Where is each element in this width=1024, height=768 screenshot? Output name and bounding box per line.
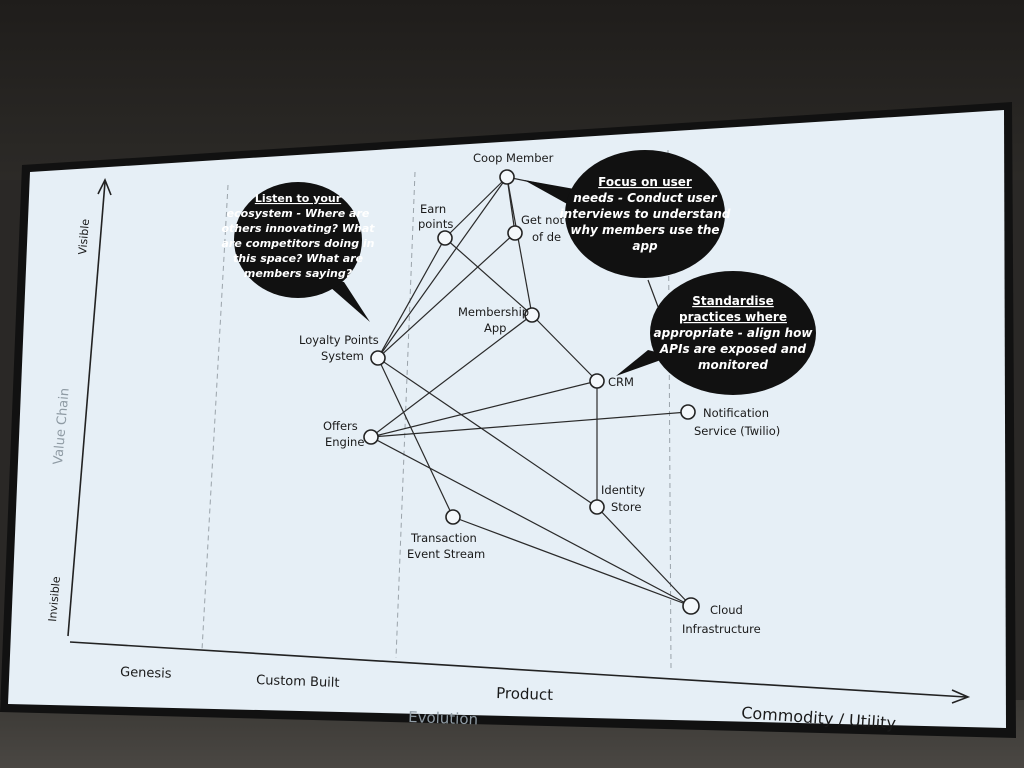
label-get-notified-1: Get not bbox=[521, 213, 564, 227]
x-axis-stage-product: Product bbox=[496, 684, 554, 704]
callout-ecosystem-line-3: others innovating? What bbox=[221, 222, 375, 235]
label-offers-engine-1: Offers bbox=[323, 419, 358, 433]
label-earn-points-2: points bbox=[418, 217, 453, 231]
callout-ecosystem-line-6: members saying? bbox=[244, 267, 353, 280]
label-transaction-stream-2: Event Stream bbox=[407, 547, 485, 561]
node-transaction-stream[interactable] bbox=[445, 509, 461, 525]
callout-user-needs-tail bbox=[524, 180, 580, 210]
callout-ecosystem-line-1: Listen to your bbox=[255, 192, 342, 205]
label-earn-points-1: Earn bbox=[420, 202, 446, 216]
connections bbox=[370, 176, 692, 607]
node-crm[interactable] bbox=[589, 373, 605, 389]
callout-standardise-body bbox=[650, 271, 816, 395]
node-loyalty-points[interactable] bbox=[370, 350, 386, 366]
axes bbox=[67, 178, 971, 704]
callout-ecosystem-line-2: ecosystem - Where are bbox=[227, 207, 370, 220]
label-notification-service-1: Notification bbox=[703, 406, 769, 420]
callout-user-needs-line-1: Focus on user bbox=[598, 175, 692, 189]
x-axis-stage-genesis: Genesis bbox=[120, 665, 172, 682]
label-membership-app-2: App bbox=[484, 321, 506, 335]
node-get-notified[interactable] bbox=[507, 225, 523, 241]
callout-user-needs-line-3: interviews to understand bbox=[560, 207, 731, 221]
callout-standardise-line-5: monitored bbox=[698, 358, 768, 372]
callout-ecosystem-body bbox=[234, 182, 362, 298]
callout-ecosystem-line-4: are competitors doing in bbox=[222, 237, 375, 250]
callout-ecosystem: Listen to your ecosystem - Where are oth… bbox=[221, 182, 375, 322]
label-cloud-1: Cloud bbox=[710, 603, 743, 617]
node-earn-points[interactable] bbox=[437, 230, 453, 246]
label-get-notified-2: of de bbox=[532, 230, 561, 244]
node-offers-engine[interactable] bbox=[363, 429, 379, 445]
node-identity-store[interactable] bbox=[589, 499, 605, 515]
x-axis-stage-custom-built: Custom Built bbox=[256, 673, 340, 691]
callout-standardise: Standardise practices where appropriate … bbox=[616, 271, 816, 395]
callout-standardise-line-4: APIs are exposed and bbox=[659, 342, 807, 356]
callout-ecosystem-tail bbox=[322, 280, 370, 322]
x-axis-title-evolution: Evolution bbox=[408, 708, 479, 728]
label-notification-service-2: Service (Twilio) bbox=[694, 424, 780, 438]
label-loyalty-points-2: System bbox=[321, 349, 364, 363]
node-coop-member[interactable] bbox=[499, 169, 515, 185]
node-membership-app[interactable] bbox=[524, 307, 540, 323]
label-loyalty-points-1: Loyalty Points bbox=[299, 333, 379, 347]
label-coop-member: Coop Member bbox=[473, 151, 554, 165]
callout-user-needs-body bbox=[565, 150, 725, 278]
label-identity-store-2: Store bbox=[611, 500, 641, 514]
callout-user-needs-line-4: why members use the bbox=[570, 223, 719, 237]
callout-user-needs-line-2: needs - Conduct user bbox=[573, 191, 717, 205]
node-labels: Coop Member Earn points Get not of de Me… bbox=[299, 151, 780, 636]
label-cloud-2: Infrastructure bbox=[682, 622, 761, 636]
callout-standardise-line-2: practices where bbox=[679, 310, 787, 324]
callout-user-needs: Focus on user needs - Conduct user inter… bbox=[524, 150, 731, 278]
label-identity-store-1: Identity bbox=[601, 483, 645, 497]
y-axis-visible-label: Visible bbox=[76, 218, 92, 255]
label-offers-engine-2: Engine bbox=[325, 435, 364, 449]
label-crm: CRM bbox=[608, 375, 634, 389]
callout-standardise-line-1: Standardise bbox=[692, 294, 774, 308]
node-notification-service[interactable] bbox=[680, 404, 696, 420]
node-cloud[interactable] bbox=[682, 597, 700, 615]
callout-ecosystem-line-5: this space? What are bbox=[233, 252, 364, 265]
y-axis-invisible-label: Invisible bbox=[46, 576, 63, 623]
callout-user-needs-line-5: app bbox=[632, 239, 658, 253]
callout-standardise-line-3: appropriate - align how bbox=[654, 326, 814, 340]
component-nodes bbox=[363, 169, 700, 615]
label-membership-app-1: Membership bbox=[458, 305, 529, 319]
y-axis-value-chain-label: Value Chain bbox=[51, 387, 73, 465]
label-transaction-stream-1: Transaction bbox=[410, 531, 477, 545]
screen-surface bbox=[8, 110, 1006, 728]
